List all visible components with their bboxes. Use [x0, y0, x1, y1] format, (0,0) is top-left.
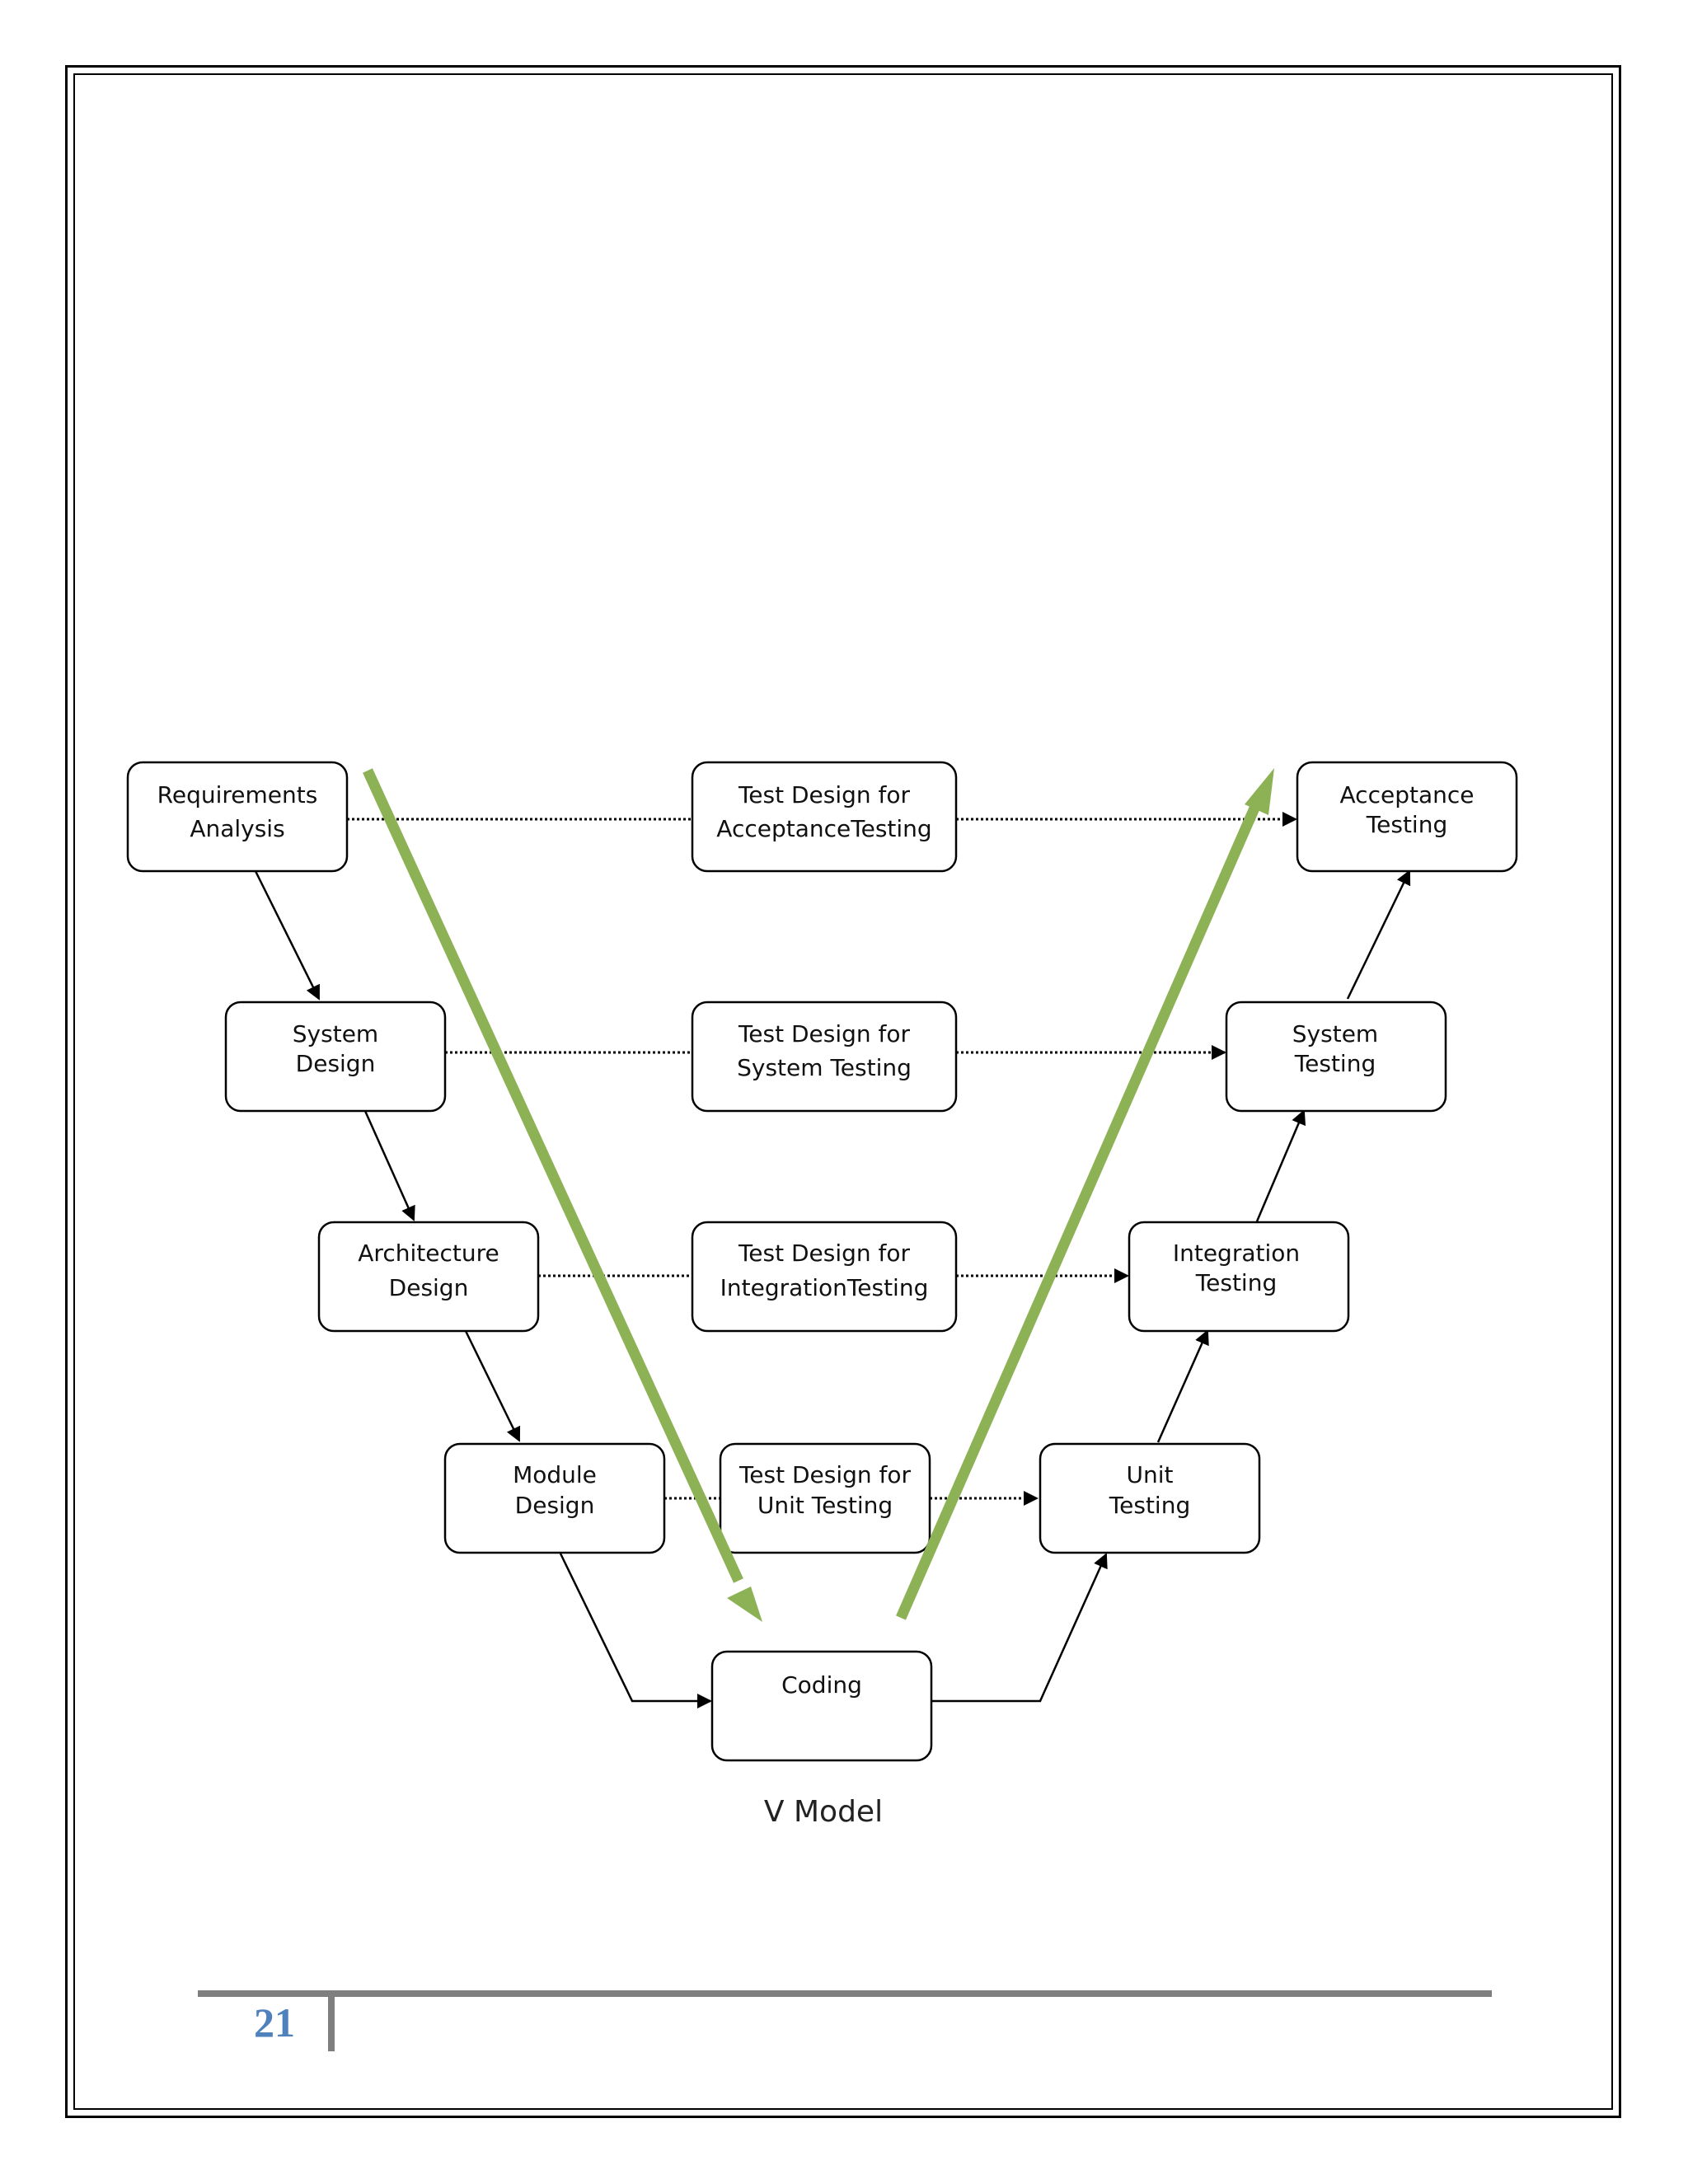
edge-module-to-coding	[559, 1553, 712, 1708]
green-v-arrow-up	[896, 768, 1274, 1620]
node-integration-testing: Integration Testing	[1128, 1221, 1350, 1333]
node-label-line1: Test Design for	[738, 1461, 912, 1488]
edge-architecture-to-module	[464, 1330, 521, 1442]
node-label-line1: Requirements	[157, 781, 318, 808]
node-label-line2: Design	[515, 1492, 595, 1519]
node-label-line1: Acceptance	[1340, 781, 1475, 808]
node-system-design: System Design	[224, 1001, 447, 1113]
node-label-line1: Test Design for	[738, 1020, 911, 1047]
node-test-design-acceptance: Test Design for AcceptanceTesting	[691, 761, 958, 873]
page-border-outer	[65, 65, 1621, 2118]
edge-coding-to-unit	[931, 1553, 1108, 1703]
edge-system-testing-to-acceptance	[1346, 869, 1411, 1000]
edge-requirements-to-system-design	[254, 870, 321, 1001]
page-number: 21	[254, 1999, 295, 2046]
node-label-line2: Design	[389, 1274, 469, 1301]
diagram-caption: V Model	[764, 1795, 883, 1829]
node-label-line1: Architecture	[358, 1240, 499, 1267]
node-label-line1: Module	[513, 1461, 597, 1488]
node-label-line2: Testing	[1195, 1269, 1277, 1296]
node-label-line2: Testing	[1294, 1050, 1376, 1077]
footer-rule	[198, 1990, 1492, 1997]
node-label-line2: IntegrationTesting	[720, 1274, 929, 1301]
node-label-line2: Testing	[1109, 1492, 1190, 1519]
footer-separator	[328, 1997, 335, 2051]
node-label-line1: Coding	[781, 1671, 862, 1699]
node-requirements-analysis: Requirements Analysis	[126, 761, 349, 873]
edge-integration-to-system-testing	[1255, 1109, 1306, 1222]
edge-unit-to-integration	[1156, 1329, 1209, 1443]
node-test-design-system: Test Design for System Testing	[691, 1001, 958, 1113]
node-test-design-integration: Test Design for IntegrationTesting	[691, 1221, 958, 1333]
node-module-design: Module Design	[443, 1442, 666, 1554]
node-label-line2: Testing	[1366, 811, 1447, 838]
node-label-line2: AcceptanceTesting	[716, 815, 931, 842]
node-system-testing: System Testing	[1225, 1001, 1447, 1113]
node-label-line1: Test Design for	[738, 781, 911, 808]
node-label-line2: Design	[296, 1050, 376, 1077]
node-label-line1: Test Design for	[738, 1240, 911, 1267]
node-architecture-design: Architecture Design	[317, 1221, 540, 1333]
node-label-line2: System Testing	[737, 1054, 912, 1081]
node-unit-testing: Unit Testing	[1039, 1442, 1261, 1554]
node-label-line1: Unit	[1127, 1461, 1174, 1488]
page-border-inner	[73, 73, 1613, 2110]
green-v-arrow-down	[363, 768, 762, 1622]
node-coding: Coding	[710, 1650, 933, 1762]
node-label-line1: System	[293, 1020, 378, 1047]
node-label-line2: Unit Testing	[757, 1492, 893, 1519]
edge-system-design-to-architecture	[363, 1110, 415, 1221]
node-acceptance-testing: Acceptance Testing	[1296, 761, 1518, 873]
node-label-line1: Integration	[1173, 1240, 1300, 1267]
node-label-line2: Analysis	[190, 815, 284, 842]
node-label-line1: System	[1292, 1020, 1378, 1047]
node-test-design-unit: Test Design for Unit Testing	[719, 1442, 931, 1554]
